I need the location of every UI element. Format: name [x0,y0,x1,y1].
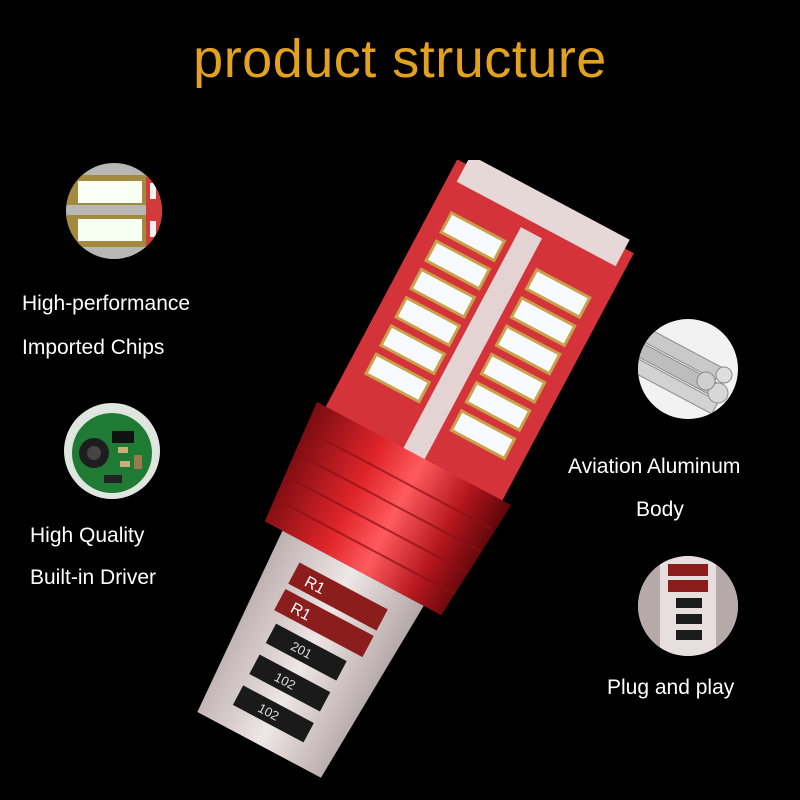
page-title: product structure [193,29,607,89]
circuit-board-icon [64,403,160,499]
led-bulb-image: R1 R1 201 102 102 [150,160,650,800]
feature-label-chips-1: High-performance [22,292,191,315]
feature-label-driver-2: Built-in Driver [30,566,157,589]
feature-label-driver-1: High Quality [30,524,145,547]
aluminum-rods-icon [638,319,738,419]
feature-label-chips-2: Imported Chips [22,336,165,359]
feature-label-aluminum-2: Body [636,498,684,521]
feature-label-plug: Plug and play [607,676,735,699]
led-chips-icon [66,163,162,259]
feature-label-aluminum-1: Aviation Aluminum [568,455,741,478]
plug-base-icon [638,556,738,656]
